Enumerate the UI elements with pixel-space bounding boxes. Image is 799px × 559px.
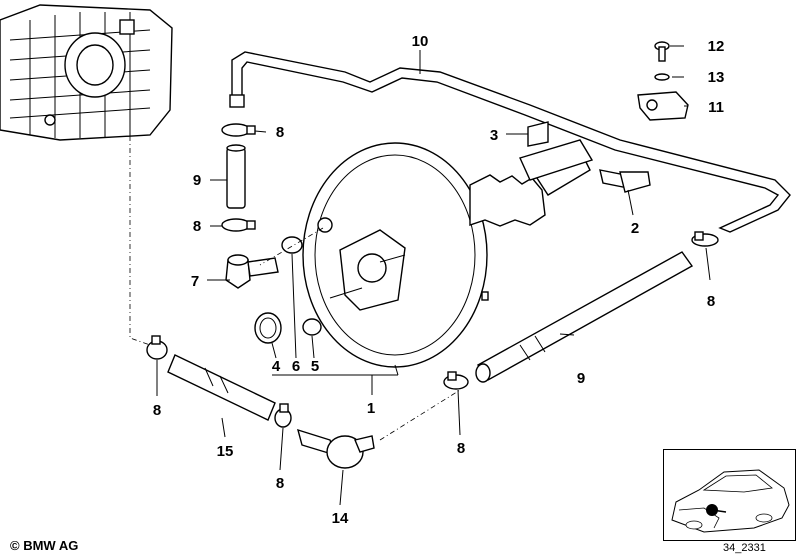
callout-7: 7 bbox=[191, 273, 199, 290]
plate-3 bbox=[527, 121, 549, 147]
callout-8a: 8 bbox=[276, 124, 284, 141]
copyright-text: BMW AG bbox=[23, 538, 79, 553]
hose-clamp-8b bbox=[221, 218, 256, 232]
hose-9-long bbox=[475, 251, 694, 383]
callout-9b: 9 bbox=[577, 370, 585, 387]
hose-clamp-8f bbox=[274, 403, 292, 428]
leader-lines bbox=[156, 45, 711, 506]
callout-9a: 9 bbox=[193, 172, 201, 189]
callout-8f: 8 bbox=[276, 475, 284, 492]
brake-booster bbox=[302, 142, 489, 368]
elbow-fitting-7 bbox=[225, 254, 279, 289]
hose-clamp-8d bbox=[443, 371, 469, 390]
hose-15 bbox=[167, 354, 276, 421]
hose-clamp-8c bbox=[691, 231, 719, 247]
callout-5: 5 bbox=[311, 358, 319, 375]
grommet-6 bbox=[281, 236, 303, 254]
callout-14: 14 bbox=[332, 510, 349, 527]
callout-15: 15 bbox=[217, 443, 234, 460]
washer-13 bbox=[654, 73, 670, 81]
grommet-5 bbox=[302, 318, 322, 336]
callout-10: 10 bbox=[412, 33, 429, 50]
clevis-pin-2 bbox=[599, 169, 651, 193]
copyright-notice: © BMW AG bbox=[10, 538, 78, 553]
dash-line-manifold bbox=[129, 40, 151, 346]
callout-8c: 8 bbox=[707, 293, 715, 310]
callout-2: 2 bbox=[631, 220, 639, 237]
callout-8d: 8 bbox=[457, 440, 465, 457]
callout-3: 3 bbox=[490, 127, 498, 144]
dash-line-fitting bbox=[259, 227, 324, 266]
vehicle-thumbnail bbox=[663, 449, 796, 541]
push-rod-boot bbox=[469, 139, 594, 227]
callout-8e: 8 bbox=[153, 402, 161, 419]
callout-12: 12 bbox=[708, 38, 725, 55]
vacuum-pipe bbox=[229, 51, 791, 233]
screw-12 bbox=[654, 41, 670, 62]
bracket-11 bbox=[637, 91, 689, 121]
intake-manifold bbox=[0, 4, 173, 141]
copyright-icon: © bbox=[10, 538, 20, 553]
hose-9-short bbox=[226, 144, 246, 209]
callout-6: 6 bbox=[292, 358, 300, 375]
hose-clamp-8e bbox=[146, 335, 168, 360]
dash-line-valve bbox=[379, 389, 461, 441]
callout-4: 4 bbox=[272, 358, 281, 375]
hose-clamp-8a bbox=[221, 123, 256, 137]
callout-8b: 8 bbox=[193, 218, 201, 235]
callout-13: 13 bbox=[708, 69, 725, 86]
check-valve-14 bbox=[296, 428, 375, 469]
sealing-ring-4 bbox=[254, 312, 282, 344]
drawing-number: 34_2331 bbox=[723, 542, 766, 554]
callout-11: 11 bbox=[708, 99, 724, 116]
callout-1: 1 bbox=[367, 400, 375, 417]
